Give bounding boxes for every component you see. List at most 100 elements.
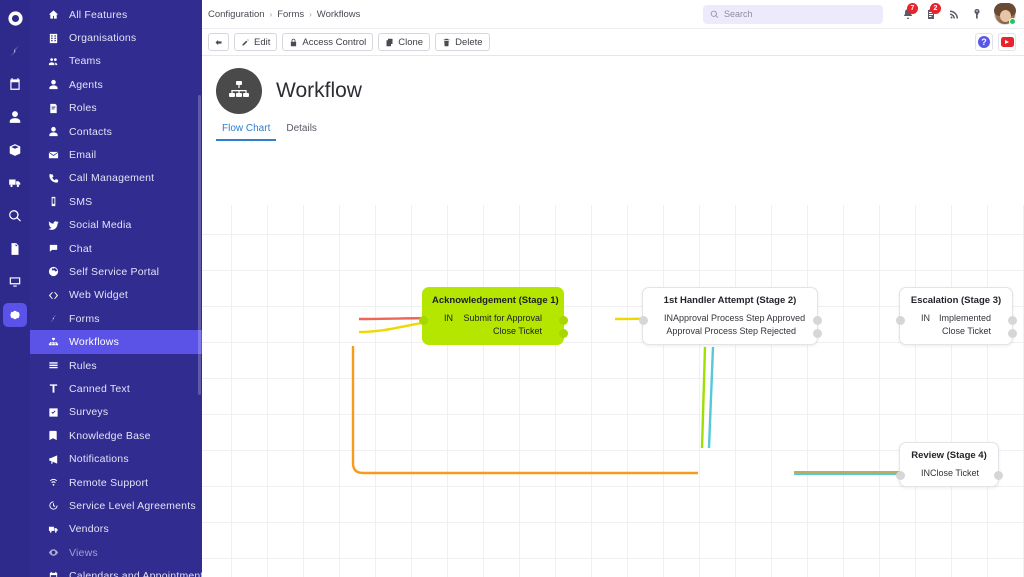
port-out-1[interactable] [1007,329,1017,338]
help-button[interactable]: ? [975,33,993,51]
sidebar-item-rules[interactable]: Rules [30,354,202,377]
breadcrumb-item-1[interactable]: Forms [277,8,305,20]
back-button[interactable] [208,33,229,51]
tasks-clipboard-button[interactable]: 2 [920,2,941,25]
clone-button[interactable]: Clone [378,33,431,51]
sidebar-item-surveys[interactable]: Surveys [30,401,202,424]
arrow-left-icon [215,39,222,45]
person-icon[interactable] [3,105,27,129]
sidebar-item-teams[interactable]: Teams [30,50,202,73]
sidebar-item-chat[interactable]: Chat [30,237,202,260]
sidebar-item-vendors[interactable]: Vendors [30,518,202,541]
flow-canvas[interactable]: Acknowledgement (Stage 1) IN Submit for … [202,205,1024,577]
sidebar-item-workflows[interactable]: Workflows [30,330,202,354]
contact-icon [48,126,65,137]
port-out-0[interactable] [993,471,1003,480]
video-tutorial-button[interactable] [998,33,1016,51]
sidebar-item-label: Surveys [69,406,109,419]
sidebar-item-label: Canned Text [69,382,130,395]
sidebar-item-notifications[interactable]: Notifications [30,447,202,470]
box-icon[interactable] [3,138,27,162]
key-button[interactable] [966,4,987,25]
flow-node-row: IN Implemented [895,311,1017,325]
flow-node-output-label: Submit for Approval [463,312,542,323]
sidebar-item-organisations[interactable]: Organisations [30,26,202,49]
access-control-button[interactable]: Access Control [282,33,374,51]
port-in[interactable] [895,316,905,325]
sidebar-item-calendars-and-appointments[interactable]: Calendars and Appointments [30,564,202,577]
sidebar-item-label: Knowledge Base [69,429,151,442]
lock-icon [291,38,297,46]
port-out-0[interactable] [1007,316,1017,325]
sidebar-item-all-features[interactable]: All Features [30,3,202,26]
sidebar-item-roles[interactable]: Roles [30,97,202,120]
chat-icon [48,243,65,254]
phone-icon [48,173,65,184]
sidebar-item-agents[interactable]: Agents [30,73,202,96]
notifications-bell-button[interactable]: 7 [897,2,918,25]
breadcrumb-item-2[interactable]: Workflows [316,8,361,20]
flow-node-in-label: IN [921,312,930,323]
sidebar-item-social-media[interactable]: Social Media [30,214,202,237]
flow-node-output-label: Implemented [938,312,991,323]
avatar[interactable] [994,3,1016,25]
calendar-icon[interactable] [3,72,27,96]
flow-node-stage2[interactable]: 1st Handler Attempt (Stage 2) IN Approva… [638,287,822,345]
port-out-1[interactable] [558,329,568,338]
sidebar-item-web-widget[interactable]: Web Widget [30,284,202,307]
sidebar-scrollbar[interactable] [198,95,201,395]
youtube-icon [1000,37,1014,47]
sidebar-item-label: Remote Support [69,476,149,489]
flow-node-row: IN Close Ticket [895,466,1003,480]
flow-node-stage3[interactable]: Escalation (Stage 3) IN Implemented Clos… [895,287,1017,345]
edit-button-label: Edit [254,36,271,48]
ring-logo-icon[interactable] [3,6,27,30]
tab-flow-chart[interactable]: Flow Chart [216,123,277,141]
port-in[interactable] [418,316,428,325]
sidebar-item-knowledge-base[interactable]: Knowledge Base [30,424,202,447]
sidebar-item-service-level-agreements[interactable]: Service Level Agreements [30,494,202,517]
bolt-icon[interactable] [3,39,27,63]
tab-details[interactable]: Details [286,123,317,134]
sidebar-item-email[interactable]: Email [30,143,202,166]
top-bar: Configuration › Forms › Workflows 7 2 [202,0,1024,29]
sidebar-item-call-management[interactable]: Call Management [30,167,202,190]
port-out-0[interactable] [558,316,568,325]
sidebar-item-remote-support[interactable]: Remote Support [30,471,202,494]
sidebar-item-self-service-portal[interactable]: Self Service Portal [30,260,202,283]
code-icon [48,290,65,301]
port-out-1[interactable] [812,329,822,338]
sidebar-item-label: Workflows [69,336,120,349]
sidebar-item-views[interactable]: Views [30,541,202,564]
workflow-icon [216,68,262,114]
breadcrumb-item-0[interactable]: Configuration [208,8,265,20]
sidebar-item-forms[interactable]: Forms [30,307,202,330]
sidebar-item-contacts[interactable]: Contacts [30,120,202,143]
flow-node-output-label: Close Ticket [941,325,991,336]
port-in[interactable] [895,471,905,480]
port-in[interactable] [638,316,648,325]
gear-icon[interactable] [3,303,27,327]
search-input[interactable] [724,9,876,19]
search-icon[interactable] [3,204,27,228]
checkbox-icon [48,407,65,418]
edit-button[interactable]: Edit [234,33,278,51]
flow-node-output-label: Close Ticket [930,467,980,478]
flow-node-stage1[interactable]: Acknowledgement (Stage 1) IN Submit for … [418,287,568,345]
search-box[interactable] [703,4,883,24]
port-out-0[interactable] [812,316,822,325]
document-icon[interactable] [3,237,27,261]
forms-icon [48,313,65,324]
sidebar-item-canned-text[interactable]: Canned Text [30,377,202,400]
key-icon [973,8,980,19]
truck-icon[interactable] [3,171,27,195]
feed-button[interactable] [943,4,964,25]
roles-icon [48,103,65,114]
sidebar-item-label: Social Media [69,219,132,232]
delete-button[interactable]: Delete [435,33,490,51]
sidebar-item-sms[interactable]: SMS [30,190,202,213]
rules-icon [48,360,65,371]
monitor-icon[interactable] [3,270,27,294]
flow-node-stage4[interactable]: Review (Stage 4) IN Close Ticket [895,442,1003,487]
